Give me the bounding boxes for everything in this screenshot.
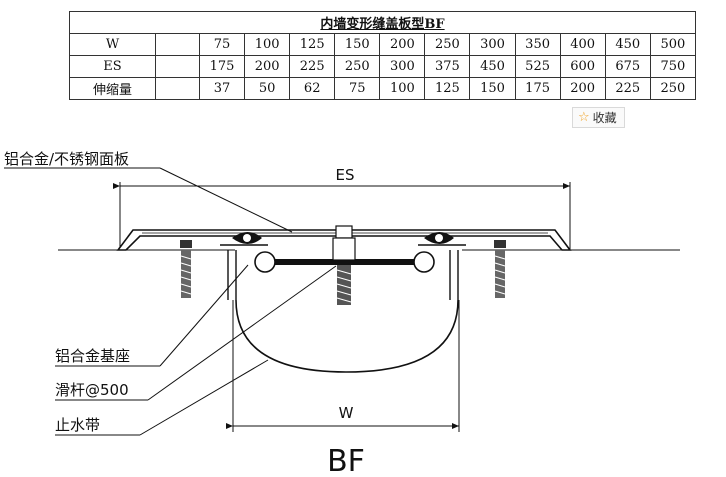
leader-panel-diag [159,167,293,233]
table-cell: 125 [424,77,471,100]
table-cell: 450 [604,33,651,56]
model-label: BF [327,444,365,477]
center-bolt [332,225,356,305]
star-icon: ☆ [578,110,590,125]
right-base [418,244,466,300]
label-rod: 滑杆@500 [55,381,129,399]
table-cell: 150 [334,33,381,56]
cover-panel [116,229,572,251]
left-base [220,244,268,300]
es-dimension-label: ES [336,166,355,184]
table-cell: 200 [379,33,426,56]
sliding-rod [275,259,414,265]
water-stop [235,299,459,373]
table-cell: 675 [604,55,651,78]
table-row-expansion: 伸缩量 37 50 62 75 100 125 150 175 200 225 … [69,77,697,100]
table-cell: 750 [649,55,697,78]
right-pivot [413,251,435,273]
table-cell: 100 [379,77,426,100]
leader-waterstop-diag [139,359,269,436]
table-cell: 150 [469,77,516,100]
w-dimension-label: W [339,404,354,422]
right-screw [494,240,506,298]
table-row-w: W 75 100 125 150 200 250 300 350 400 450… [69,33,697,56]
label-panel: 铝合金/不锈钢面板 [4,150,129,168]
leader-rod-diag [147,265,337,401]
spec-table: 内墙变形缝盖板型BF W 75 100 125 150 200 250 300 … [69,11,697,100]
table-cell: 250 [649,77,697,100]
label-waterstop: 止水带 [55,416,100,434]
w-dimension [226,300,460,432]
left-pivot [254,251,276,273]
table-cell: 175 [514,77,561,100]
table-cell: 62 [289,77,336,100]
table-cell: 75 [334,77,381,100]
table-row-es: ES 175 200 225 250 300 375 450 525 600 6… [69,55,697,78]
table-cell: 50 [244,77,291,100]
table-cell: 37 [198,77,246,100]
table-cell: 225 [289,55,336,78]
label-base: 铝合金基座 [55,347,130,365]
table-cell: 125 [289,33,336,56]
es-dimension [113,182,571,250]
right-clip [424,232,454,244]
leader-base-diag [159,264,249,367]
bookmark-label: 收藏 [592,111,617,125]
left-clip [232,232,262,244]
left-screw [180,240,192,298]
bookmark-button[interactable]: ☆ 收藏 [572,107,625,128]
